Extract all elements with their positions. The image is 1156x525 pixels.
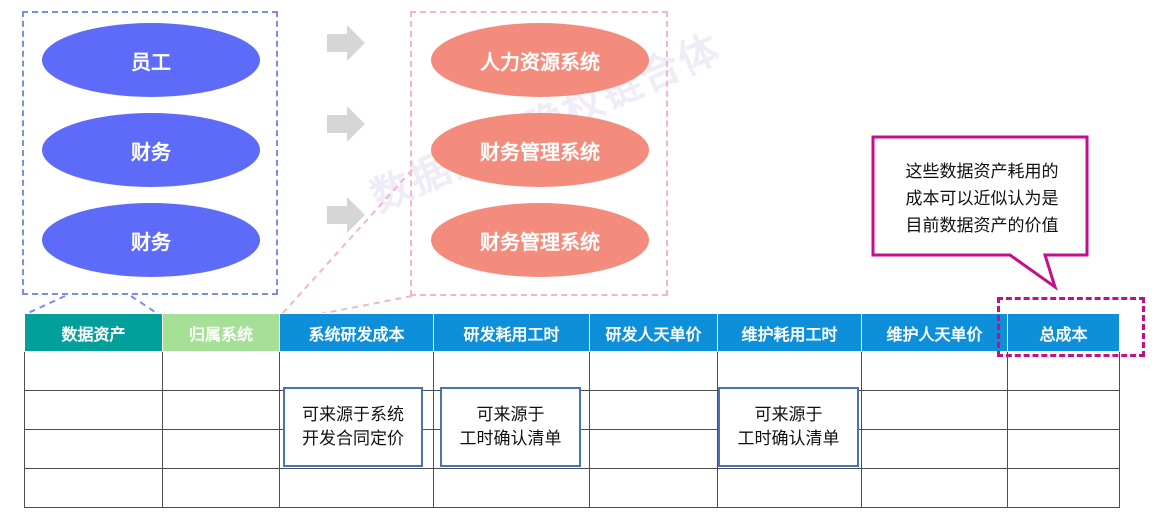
callout-line: 这些数据资产耗用的	[905, 162, 1059, 181]
col-header-dev-hours: 研发耗用工时	[433, 313, 590, 352]
table-cell	[717, 351, 862, 391]
table-cell	[24, 351, 163, 391]
table-cell	[589, 468, 718, 508]
col-header-dev-rate: 研发人天单价	[589, 313, 718, 352]
table-cell	[1007, 468, 1120, 508]
col-header-maint-rate: 维护人天单价	[861, 313, 1008, 352]
note-dev-hours-source: 可来源于工时确认清单	[440, 387, 581, 467]
note-line: 可来源于	[476, 405, 545, 424]
source-group-frame	[22, 11, 278, 295]
note-line: 可来源于系统	[302, 405, 404, 424]
table-cell	[279, 351, 434, 391]
table-cell	[279, 468, 434, 508]
table-cell	[861, 429, 1008, 469]
table-cell	[433, 351, 590, 391]
table-cell	[861, 390, 1008, 430]
table-cell	[589, 390, 718, 430]
arrow-right-icon	[327, 106, 365, 142]
source-finance-1-label: 财务	[131, 139, 171, 164]
system-hr-label: 人力资源系统	[480, 49, 600, 74]
callout-bubble	[871, 135, 1089, 291]
callout-line: 目前数据资产的价值	[905, 216, 1059, 235]
col-header-maint-hours: 维护耗用工时	[717, 313, 862, 352]
callout-line: 成本可以近似认为是	[905, 189, 1059, 208]
table-cell	[1007, 351, 1120, 391]
note-line: 开发合同定价	[302, 429, 404, 448]
callout-text: 这些数据资产耗用的 成本可以近似认为是 目前数据资产的价值	[882, 158, 1082, 239]
note-maint-hours-source: 可来源于工时确认清单	[718, 387, 859, 467]
note-line: 工时确认清单	[459, 429, 562, 448]
system-finance-2-label: 财务管理系统	[480, 229, 600, 254]
note-line: 可来源于	[754, 405, 823, 424]
total-cost-highlight	[997, 297, 1145, 357]
table-cell	[1007, 390, 1120, 430]
system-finance-1: 财务管理系统	[431, 113, 649, 187]
system-hr: 人力资源系统	[431, 23, 649, 97]
table-cell	[589, 429, 718, 469]
table-cell	[162, 468, 280, 508]
source-employee: 员工	[42, 23, 260, 97]
table-cell	[861, 351, 1008, 391]
table-cell	[24, 468, 163, 508]
col-header-owner-system: 归属系统	[162, 313, 280, 352]
source-finance-2: 财务	[42, 203, 260, 277]
table-cell	[24, 390, 163, 430]
table-cell	[1007, 429, 1120, 469]
table-row	[24, 351, 1120, 391]
table-row	[24, 468, 1120, 508]
system-finance-2: 财务管理系统	[431, 203, 649, 277]
note-dev-cost-source: 可来源于系统开发合同定价	[283, 387, 423, 467]
table-cell	[162, 390, 280, 430]
table-cell	[861, 468, 1008, 508]
arrow-right-icon	[327, 25, 365, 61]
table-cell	[162, 429, 280, 469]
source-finance-2-label: 财务	[131, 229, 171, 254]
table-cell	[162, 351, 280, 391]
source-employee-label: 员工	[131, 49, 171, 74]
source-finance-1: 财务	[42, 113, 260, 187]
table-cell	[717, 468, 862, 508]
table-cell	[589, 351, 718, 391]
col-header-data-asset: 数据资产	[24, 313, 163, 352]
table-header-row: 数据资产 归属系统 系统研发成本 研发耗用工时 研发人天单价 维护耗用工时 维护…	[24, 313, 1120, 352]
note-line: 工时确认清单	[737, 429, 840, 448]
table-cell	[24, 429, 163, 469]
col-header-dev-cost: 系统研发成本	[279, 313, 434, 352]
system-group-frame	[410, 11, 668, 296]
arrow-right-icon	[327, 197, 365, 233]
system-finance-1-label: 财务管理系统	[480, 139, 600, 164]
table-cell	[433, 468, 590, 508]
